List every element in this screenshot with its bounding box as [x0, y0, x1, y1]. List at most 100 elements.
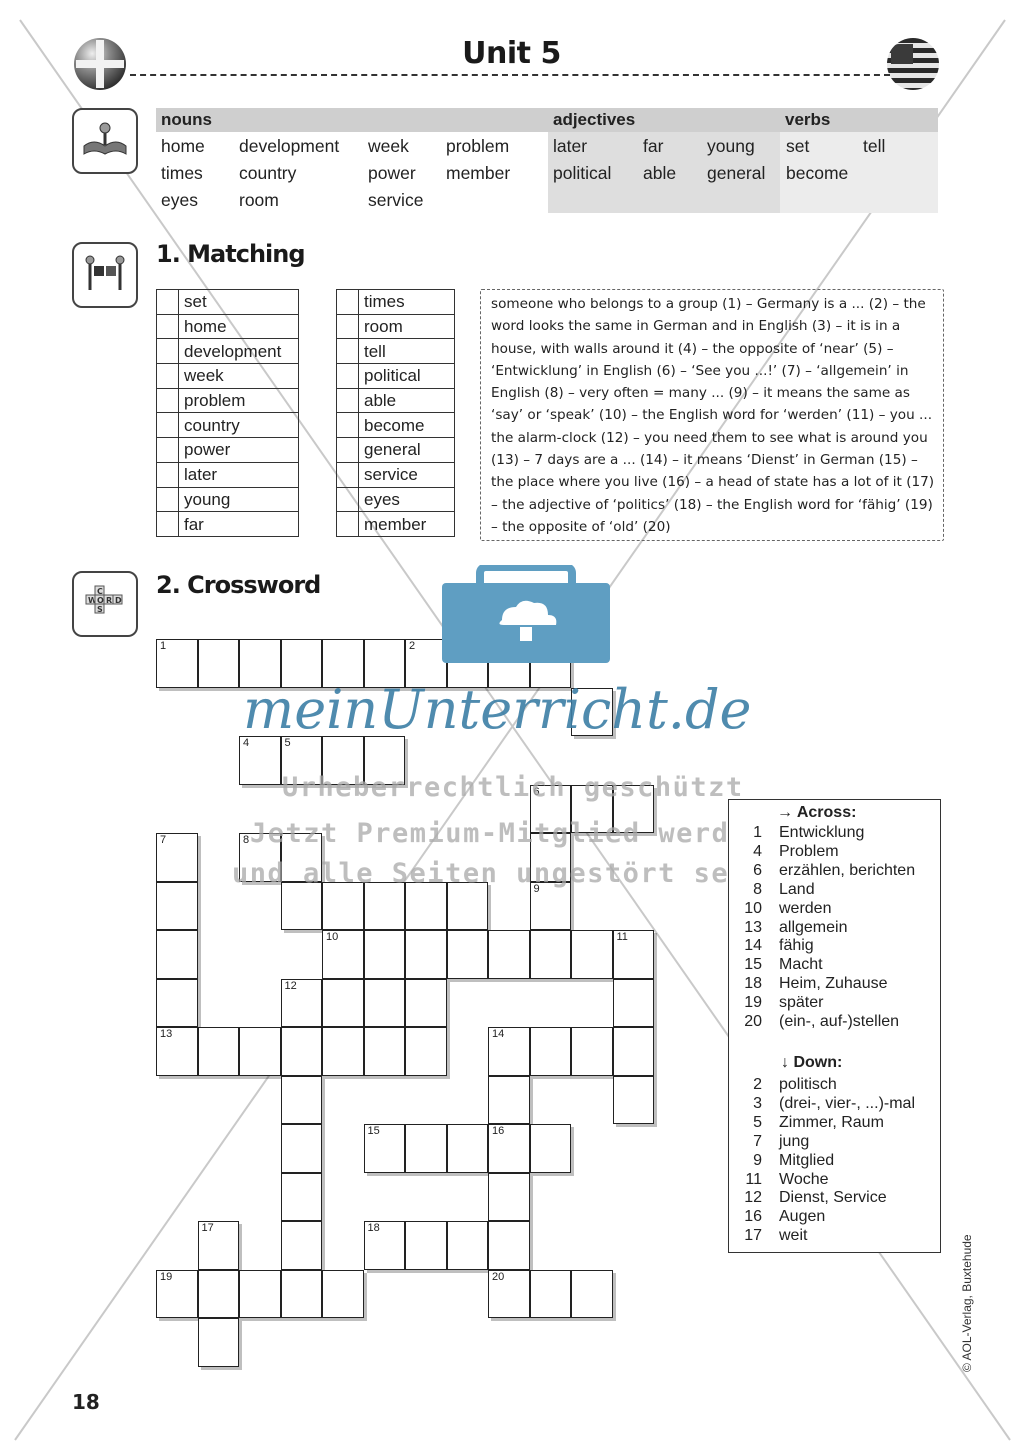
clue-number: 7: [753, 1132, 762, 1150]
crossword-cell[interactable]: [446, 1124, 488, 1173]
crossword-cell[interactable]: 7: [156, 833, 198, 882]
crossword-cell[interactable]: [571, 784, 613, 833]
crossword-cell[interactable]: 15: [363, 1124, 405, 1173]
answer-box[interactable]: [336, 313, 359, 340]
answer-box[interactable]: [156, 486, 179, 513]
crossword-cell[interactable]: [197, 1027, 239, 1076]
crossword-cell[interactable]: [571, 1027, 613, 1076]
answer-box[interactable]: [156, 338, 179, 365]
crossword-cell[interactable]: 18: [363, 1221, 405, 1270]
crossword-cell[interactable]: [363, 881, 405, 930]
crossword-cell[interactable]: [612, 1027, 654, 1076]
answer-box[interactable]: [336, 412, 359, 439]
crossword-cell[interactable]: 20: [488, 1269, 530, 1318]
crossword-cell[interactable]: [363, 930, 405, 979]
crossword-cell[interactable]: [363, 639, 405, 688]
crossword-cell[interactable]: [571, 1269, 613, 1318]
answer-box[interactable]: [156, 313, 179, 340]
crossword-cell[interactable]: [446, 881, 488, 930]
crossword-cell[interactable]: [322, 736, 364, 785]
crossword-cell[interactable]: [529, 833, 571, 882]
crossword-cell[interactable]: [529, 1124, 571, 1173]
answer-box[interactable]: [156, 289, 179, 315]
crossword-cell[interactable]: [322, 978, 364, 1027]
crossword-cell[interactable]: [488, 1221, 530, 1270]
crossword-cell[interactable]: [363, 978, 405, 1027]
answer-box[interactable]: [336, 363, 359, 389]
answer-box[interactable]: [336, 486, 359, 513]
crossword-cell[interactable]: [446, 1221, 488, 1270]
crossword-cell[interactable]: [322, 881, 364, 930]
crossword-cell[interactable]: [446, 930, 488, 979]
crossword-cell[interactable]: [571, 930, 613, 979]
crossword-cell[interactable]: [405, 930, 447, 979]
crossword-cell[interactable]: [239, 1027, 281, 1076]
crossword-cell[interactable]: [571, 687, 613, 736]
crossword-cell[interactable]: [363, 1027, 405, 1076]
crossword-cell[interactable]: [156, 978, 198, 1027]
crossword-cell[interactable]: [280, 1075, 322, 1124]
clue-number: 14: [744, 937, 762, 955]
crossword-cell[interactable]: 10: [322, 930, 364, 979]
answer-box[interactable]: [336, 338, 359, 365]
answer-box[interactable]: [156, 412, 179, 439]
crossword-cell[interactable]: 16: [488, 1124, 530, 1173]
crossword-cell[interactable]: [322, 639, 364, 688]
crossword-cell[interactable]: [280, 1269, 322, 1318]
crossword-cell[interactable]: 4: [239, 736, 281, 785]
crossword-cell[interactable]: [529, 1027, 571, 1076]
answer-box[interactable]: [156, 461, 179, 488]
crossword-cell[interactable]: [280, 1221, 322, 1270]
crossword-cell[interactable]: [322, 1269, 364, 1318]
crossword-cell[interactable]: [612, 784, 654, 833]
crossword-cell[interactable]: [197, 1318, 239, 1367]
crossword-cell[interactable]: 11: [612, 930, 654, 979]
crossword-cell[interactable]: 19: [156, 1269, 198, 1318]
crossword-cell[interactable]: 2: [405, 639, 447, 688]
crossword-cell[interactable]: [280, 1172, 322, 1221]
crossword-cell[interactable]: [239, 639, 281, 688]
crossword-cell[interactable]: [405, 881, 447, 930]
answer-box[interactable]: [156, 363, 179, 389]
crossword-cell[interactable]: [488, 930, 530, 979]
crossword-cell[interactable]: 13: [156, 1027, 198, 1076]
crossword-cell[interactable]: [405, 978, 447, 1027]
answer-box[interactable]: [336, 387, 359, 414]
crossword-cell[interactable]: 9: [529, 881, 571, 930]
answer-box[interactable]: [336, 289, 359, 315]
answer-box[interactable]: [156, 437, 179, 463]
crossword-cell[interactable]: [280, 1027, 322, 1076]
crossword-cell[interactable]: 17: [197, 1221, 239, 1270]
crossword-cell[interactable]: [488, 1075, 530, 1124]
answer-box[interactable]: [156, 387, 179, 414]
crossword-cell[interactable]: [488, 1172, 530, 1221]
answer-box[interactable]: [336, 461, 359, 488]
crossword-cell[interactable]: [156, 881, 198, 930]
crossword-cell[interactable]: 14: [488, 1027, 530, 1076]
crossword-cell[interactable]: [529, 1269, 571, 1318]
answer-box[interactable]: [336, 437, 359, 463]
crossword-cell[interactable]: 5: [280, 736, 322, 785]
crossword-cell[interactable]: [322, 1027, 364, 1076]
crossword-cell[interactable]: [529, 930, 571, 979]
crossword-cell[interactable]: [156, 930, 198, 979]
crossword-cell[interactable]: 6: [529, 784, 571, 833]
crossword-cell[interactable]: [363, 736, 405, 785]
crossword-cell[interactable]: [280, 881, 322, 930]
crossword-cell[interactable]: 8: [239, 833, 281, 882]
crossword-cell[interactable]: [280, 639, 322, 688]
crossword-cell[interactable]: [239, 1269, 281, 1318]
answer-box[interactable]: [336, 511, 359, 537]
crossword-cell[interactable]: 1: [156, 639, 198, 688]
crossword-cell[interactable]: [612, 1075, 654, 1124]
crossword-cell[interactable]: [280, 1124, 322, 1173]
crossword-cell[interactable]: [280, 833, 322, 882]
crossword-cell[interactable]: [405, 1221, 447, 1270]
crossword-cell[interactable]: 12: [280, 978, 322, 1027]
answer-box[interactable]: [156, 511, 179, 537]
crossword-cell[interactable]: [197, 1269, 239, 1318]
crossword-cell[interactable]: [405, 1124, 447, 1173]
crossword-cell[interactable]: [405, 1027, 447, 1076]
crossword-cell[interactable]: [612, 978, 654, 1027]
crossword-cell[interactable]: [197, 639, 239, 688]
